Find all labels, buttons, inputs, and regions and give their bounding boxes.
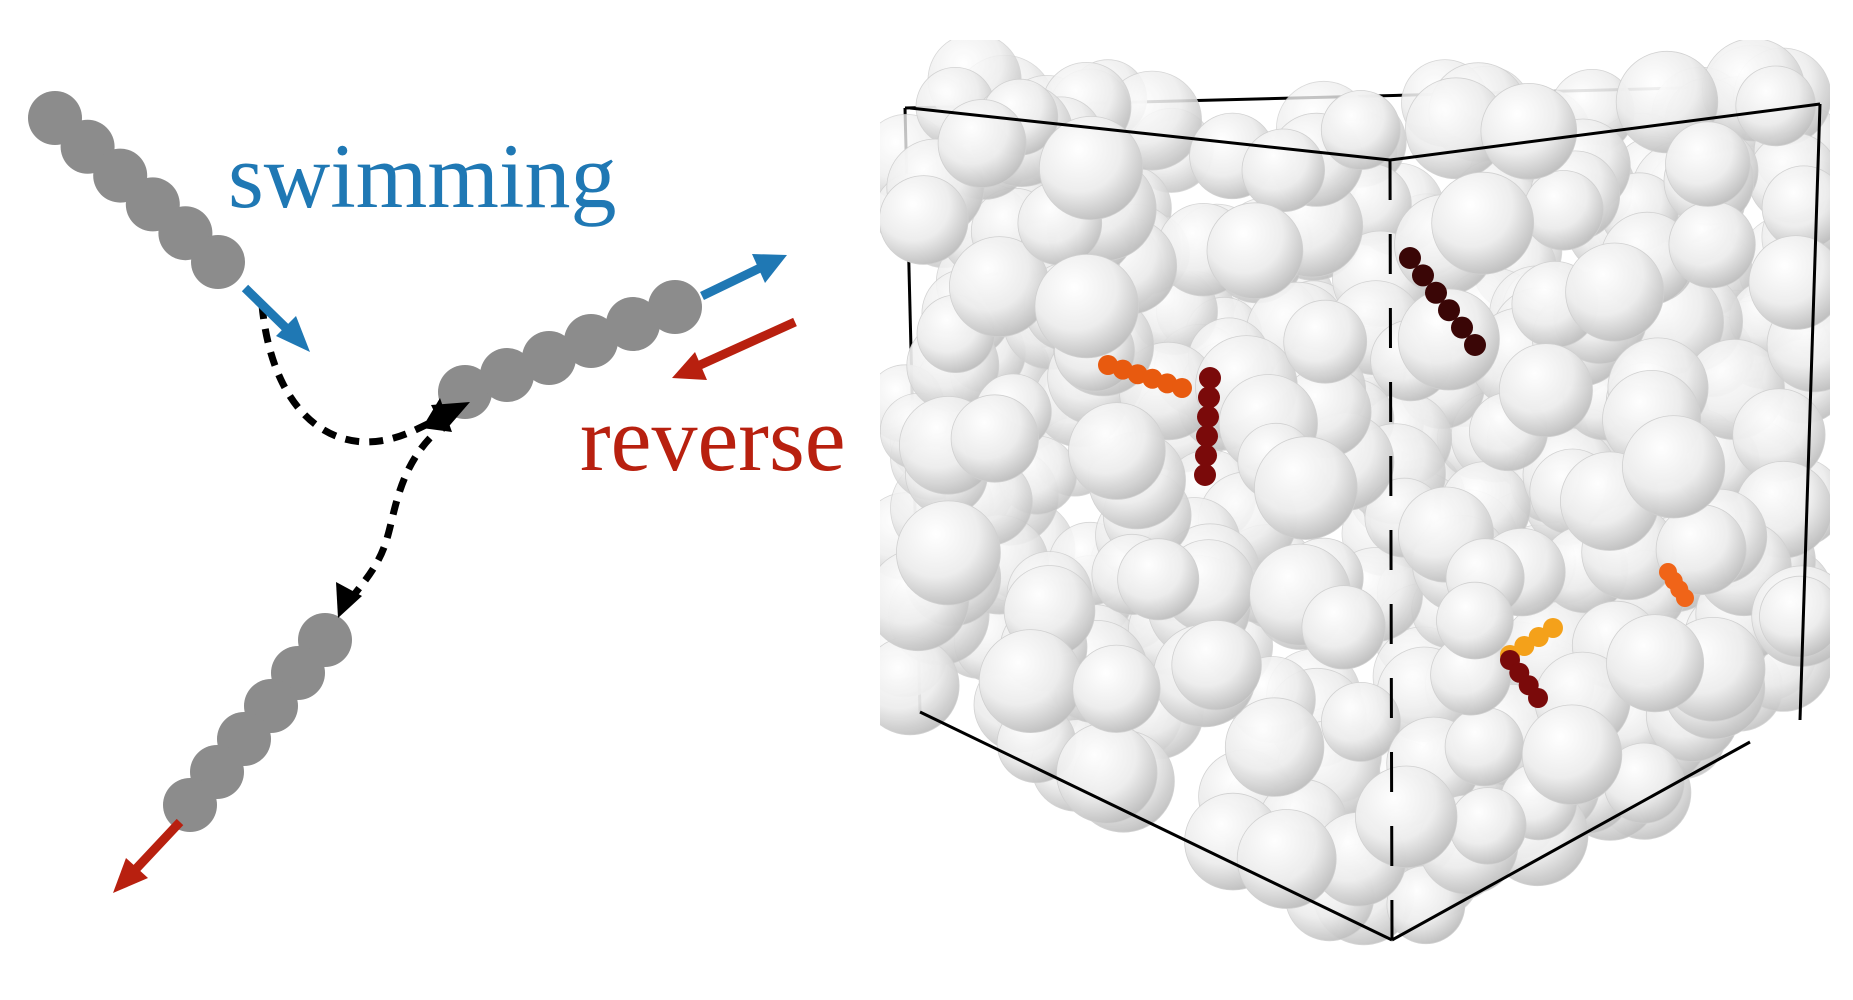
polymer-bead: [1425, 281, 1447, 304]
packing-sphere: [950, 394, 1039, 483]
packing-sphere: [1320, 90, 1401, 170]
path-arrowhead-2: [336, 582, 362, 618]
packing-sphere: [1354, 765, 1458, 868]
bead: [191, 235, 245, 289]
packing-sphere: [1301, 585, 1386, 670]
packing-sphere: [1668, 201, 1756, 289]
packing-sphere: [1523, 170, 1604, 251]
polymer-bead: [1196, 425, 1218, 448]
packing-sphere: [1117, 538, 1200, 621]
polymer-bead: [1199, 367, 1221, 389]
polymer-bead: [1438, 299, 1460, 322]
polymer-bead: [1198, 386, 1220, 409]
polymer-bead: [1676, 589, 1694, 607]
packing-sphere: [1236, 809, 1337, 909]
packing-sphere: [1206, 202, 1304, 299]
bead: [648, 280, 702, 334]
polymer-bead: [1399, 247, 1421, 269]
packing-sphere: [880, 636, 960, 736]
polymer-bead: [1451, 316, 1473, 339]
packing-sphere: [1759, 575, 1830, 658]
polymer-bead: [1412, 264, 1434, 287]
path-arrowhead-3: [422, 398, 452, 432]
packing-sphere: [1241, 128, 1325, 212]
packing-sphere: [1171, 619, 1262, 711]
reverse-arrow-mid: [672, 317, 797, 380]
packing-sphere: [1498, 343, 1593, 438]
polymer-bead: [1194, 464, 1216, 486]
trajectory-path-1: [258, 304, 442, 446]
sphere-packing-box: [880, 40, 1830, 946]
bead: [480, 348, 534, 402]
polymer-bead: [1172, 378, 1192, 398]
packing-sphere: [1449, 787, 1527, 865]
packing-sphere: [1431, 171, 1535, 275]
packing-sphere: [1565, 242, 1665, 342]
packing-sphere: [1665, 121, 1751, 207]
polymer-chains: [1098, 247, 1694, 708]
swimmer-schematic: swimming reverse: [28, 91, 846, 893]
packing-sphere: [1224, 697, 1325, 797]
packing-sphere: [1254, 436, 1358, 540]
bead: [163, 778, 217, 832]
packing-spheres: [880, 40, 1830, 946]
packing-sphere: [1039, 116, 1144, 220]
packing-sphere: [1521, 704, 1623, 805]
packing-sphere: [1748, 235, 1830, 330]
packing-sphere: [978, 629, 1083, 733]
packing-sphere: [1606, 614, 1705, 713]
bead: [606, 297, 660, 351]
polymer-bead: [1195, 444, 1217, 467]
packing-sphere: [1444, 706, 1525, 787]
packing-sphere: [896, 500, 1001, 606]
packing-sphere: [1068, 402, 1166, 500]
packing-sphere: [1283, 299, 1368, 384]
reverse-arrow-bottom: [113, 818, 184, 893]
trajectory-path-2: [347, 435, 433, 603]
bead: [564, 314, 618, 368]
packing-sphere: [1034, 253, 1139, 359]
polymer-bead: [1543, 618, 1563, 638]
swim-arrow-mid: [700, 254, 787, 301]
polymer-bead: [1528, 688, 1548, 708]
box-front-edges: [909, 102, 1822, 942]
polymer-bead: [1528, 627, 1549, 647]
packing-sphere: [1072, 644, 1161, 733]
polymer-bead: [1197, 405, 1219, 428]
chain-top: [28, 91, 245, 289]
swimming-label: swimming: [228, 125, 616, 227]
packing-sphere: [1480, 83, 1578, 180]
polymer-bead: [1514, 636, 1535, 656]
reverse-label: reverse: [580, 388, 846, 490]
packing-sphere: [937, 99, 1027, 188]
packing-sphere: [1622, 415, 1726, 519]
chain-middle: [438, 280, 702, 419]
bead: [522, 331, 576, 385]
polymer-bead: [1464, 334, 1486, 356]
packing-sphere: [1436, 581, 1514, 660]
packing-sphere: [1321, 682, 1401, 762]
packing-sphere: [1397, 288, 1500, 391]
packing-sphere: [1056, 722, 1158, 824]
packing-sphere: [880, 175, 969, 265]
chain-bottom: [163, 613, 352, 832]
swim-arrow-top: [241, 284, 310, 352]
